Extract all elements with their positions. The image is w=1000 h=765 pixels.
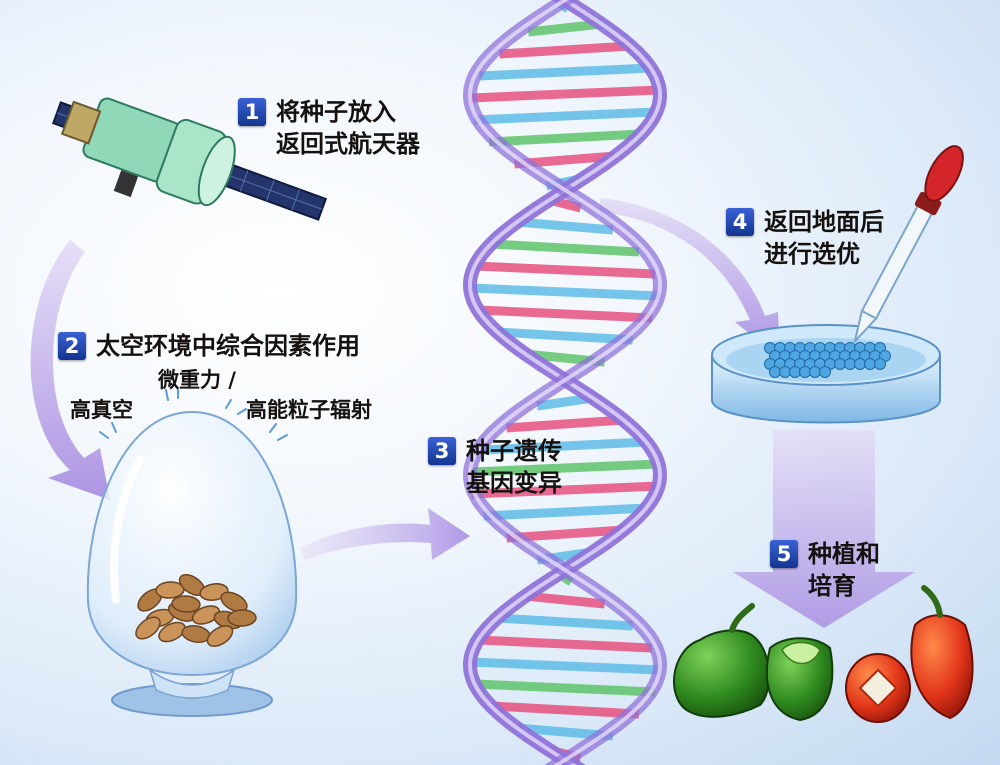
step-4-badge: 4	[726, 208, 754, 236]
dna-base-pair	[474, 261, 656, 279]
step-2-line-1: 太空环境中综合因素作用	[96, 332, 360, 360]
dna-base-pair	[483, 503, 647, 521]
dna-base-pair	[473, 107, 657, 125]
selected-seed	[819, 366, 831, 378]
factor-vacuum: 高真空	[70, 398, 133, 422]
dna-base-pair	[497, 327, 633, 345]
dna-base-pair	[477, 635, 653, 653]
arrow-dish-to-peppers	[733, 430, 915, 628]
step-1-label: 1 将种子放入 返回式航天器	[238, 96, 420, 160]
step-4-line-1: 返回地面后	[764, 208, 884, 236]
step-5-line-1: 种植和	[808, 540, 880, 568]
seed	[220, 591, 248, 613]
seed	[135, 616, 161, 640]
dna-base-pair	[488, 129, 642, 147]
step-5-badge: 5	[770, 540, 798, 568]
dna-base-pair	[471, 481, 659, 499]
dna-base-pair	[506, 415, 624, 433]
step-1-badge: 1	[238, 98, 266, 126]
step-5-label: 5 种植和 培育	[770, 538, 880, 602]
dna-base-pair	[490, 701, 640, 719]
step-1-line-2: 返回式航天器	[276, 130, 420, 158]
step-2-label: 2 太空环境中综合因素作用	[58, 330, 360, 362]
seed	[227, 609, 257, 627]
dna-base-pair	[474, 679, 656, 697]
dna-base-pair	[516, 217, 614, 235]
selected-seed	[874, 358, 886, 370]
arrow-satellite-to-jar	[30, 240, 110, 500]
step-2-badge: 2	[58, 332, 86, 360]
dna-base-pair	[490, 239, 640, 257]
seed	[206, 625, 234, 647]
step-3-badge: 3	[428, 437, 456, 465]
dna-base-pair	[471, 459, 659, 477]
step-4-line-2: 进行选优	[764, 240, 860, 268]
dna-base-pair	[477, 305, 653, 323]
step-3-line-1: 种子遗传	[466, 437, 562, 465]
factor-radiation: 高能粒子辐射	[246, 398, 372, 422]
dna-base-pair	[470, 85, 660, 103]
seed	[158, 621, 186, 643]
seed	[171, 595, 201, 613]
step-1-line-1: 将种子放入	[276, 98, 396, 126]
dna-base-pair	[469, 283, 661, 301]
seed	[191, 605, 221, 625]
arrow-jar-to-dna	[300, 508, 470, 560]
factor-microgravity: 微重力 /	[158, 368, 236, 392]
dna-base-pair	[479, 63, 651, 81]
step-3-line-2: 基因变异	[466, 469, 562, 497]
dna-base-pair	[524, 591, 606, 609]
dna-base-pair	[483, 437, 647, 455]
dna-base-pair	[499, 41, 631, 59]
step-3-label: 3 种子遗传 基因变异	[428, 435, 562, 499]
dna-base-pair	[469, 657, 661, 675]
dna-base-pair	[497, 613, 633, 631]
dna-base-pair	[527, 19, 603, 37]
step-5-line-2: 培育	[808, 572, 856, 600]
step-4-label: 4 返回地面后 进行选优	[726, 206, 884, 270]
